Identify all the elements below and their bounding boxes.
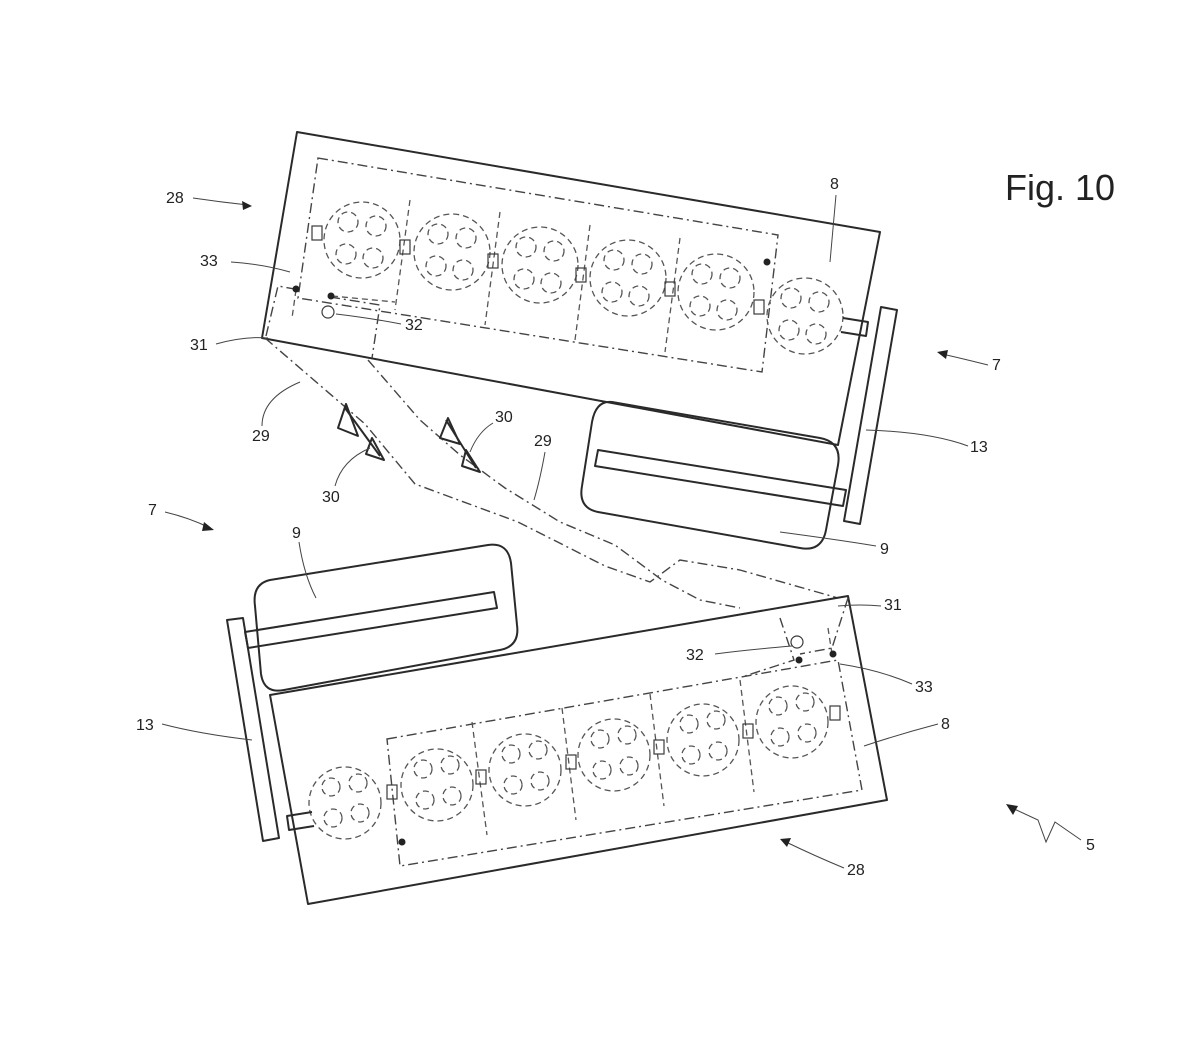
- label-13-right: 13: [970, 439, 988, 456]
- reference-numerals: 28 8 33 32 31 7 29 30 30 29 13 7 9 9 31 …: [136, 176, 1095, 879]
- label-28-top: 28: [166, 190, 184, 207]
- lower-gearbox-shaft: [244, 591, 498, 649]
- label-32-bottom: 32: [686, 647, 704, 664]
- lower-transmission: [244, 543, 519, 692]
- lower-engine-assembly: [226, 595, 888, 905]
- lower-flange-plate: [226, 617, 280, 842]
- connecting-lines-29: [264, 337, 839, 609]
- upper-control-line-2: [329, 296, 381, 359]
- upper-transmission: [580, 400, 847, 550]
- valve-30-right: [439, 417, 481, 473]
- label-9-right: 9: [880, 541, 889, 558]
- label-8-top: 8: [830, 176, 839, 193]
- upper-gearbox: [580, 400, 840, 550]
- label-13-left: 13: [136, 717, 154, 734]
- label-7-left: 7: [148, 502, 157, 519]
- label-9-left: 9: [292, 525, 301, 542]
- figure-title: Fig. 10: [1005, 167, 1115, 208]
- label-8-bottom: 8: [941, 716, 950, 733]
- label-31-top: 31: [190, 337, 208, 354]
- valve-30-left: [337, 403, 385, 461]
- upper-cylinders: [311, 201, 844, 355]
- upper-gearbox-shaft: [594, 449, 847, 507]
- upper-cylinder-bank: [297, 157, 779, 373]
- label-33-bottom: 33: [915, 679, 933, 696]
- upper-engine-assembly: [261, 131, 898, 525]
- upper-cylinder-dividers: [394, 199, 681, 353]
- upper-flange-plate: [843, 306, 898, 525]
- upper-sensor-32: [321, 305, 335, 319]
- lower-control-line-2: [744, 617, 795, 677]
- lower-cylinder-bank: [386, 659, 863, 867]
- label-31-bottom: 31: [884, 597, 902, 614]
- upper-shaft: [840, 317, 869, 337]
- lower-sensor-32: [790, 635, 804, 649]
- label-30-a: 30: [322, 489, 340, 506]
- lower-engine-block: [269, 595, 888, 905]
- leader-lines: [161, 194, 1082, 869]
- label-29-left: 29: [252, 428, 270, 445]
- upper-engine-block: [261, 131, 881, 446]
- label-7-right: 7: [992, 357, 1001, 374]
- lower-shaft: [286, 811, 315, 831]
- lower-gearbox: [253, 543, 519, 692]
- lower-cylinders: [308, 685, 841, 840]
- label-33-top: 33: [200, 253, 218, 270]
- label-29-mid: 29: [534, 433, 552, 450]
- lower-cylinder-dividers: [471, 679, 755, 836]
- label-32-top: 32: [405, 317, 423, 334]
- label-28-bottom: 28: [847, 862, 865, 879]
- label-5: 5: [1086, 837, 1095, 854]
- lower-control-line: [799, 597, 849, 655]
- label-30-b: 30: [495, 409, 513, 426]
